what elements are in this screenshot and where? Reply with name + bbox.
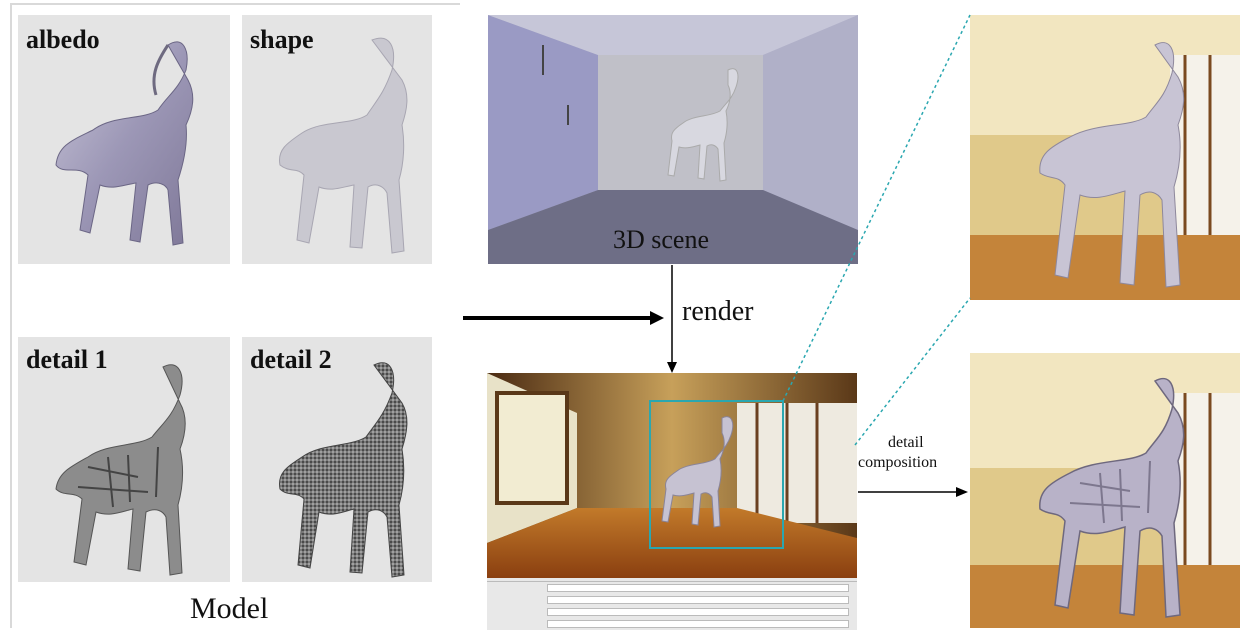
tile-label: shape <box>250 25 314 54</box>
result-crop-before <box>970 15 1240 300</box>
scene-label: 3D scene <box>613 225 710 254</box>
composition-label-line2: composition <box>858 454 938 471</box>
horse-detail-1-image <box>55 364 186 576</box>
result-before-image <box>970 15 1240 300</box>
tile-label: detail 2 <box>250 345 332 374</box>
slider-3[interactable] <box>547 608 849 616</box>
model-tile-shape: shape <box>242 15 432 264</box>
composition-label-line1: detail <box>888 434 924 451</box>
slider-1[interactable] <box>547 584 849 592</box>
crop-box <box>649 400 784 549</box>
slider-2[interactable] <box>547 596 849 604</box>
tile-label: albedo <box>26 25 100 54</box>
zoom-line-bottom <box>854 297 971 446</box>
horse-albedo-image <box>55 41 194 246</box>
model-frame-left <box>10 3 12 628</box>
render-label: render <box>682 296 754 327</box>
model-title: Model <box>190 592 269 625</box>
render-viewport <box>487 373 857 578</box>
model-tile-albedo: albedo <box>18 15 230 264</box>
horse-shape-image <box>278 37 408 254</box>
tile-label: detail 1 <box>26 345 108 374</box>
result-crop-after <box>970 353 1240 628</box>
model-frame-top <box>10 3 460 5</box>
model-tile-detail-2: detail 2 <box>242 337 432 582</box>
zoom-line-top <box>782 14 971 402</box>
render-slider-panel <box>487 578 857 630</box>
composition-arrowhead <box>956 487 968 497</box>
model-to-render-arrowhead <box>650 311 664 325</box>
scene-3d-image <box>488 15 858 264</box>
slider-4[interactable] <box>547 620 849 628</box>
scene-3d-panel: 3D scene <box>488 15 858 264</box>
model-tile-detail-1: detail 1 <box>18 337 230 582</box>
scene-to-render-arrowhead <box>667 362 677 373</box>
horse-detail-2-image <box>278 362 408 578</box>
render-image <box>487 373 857 578</box>
result-after-image <box>970 353 1240 628</box>
